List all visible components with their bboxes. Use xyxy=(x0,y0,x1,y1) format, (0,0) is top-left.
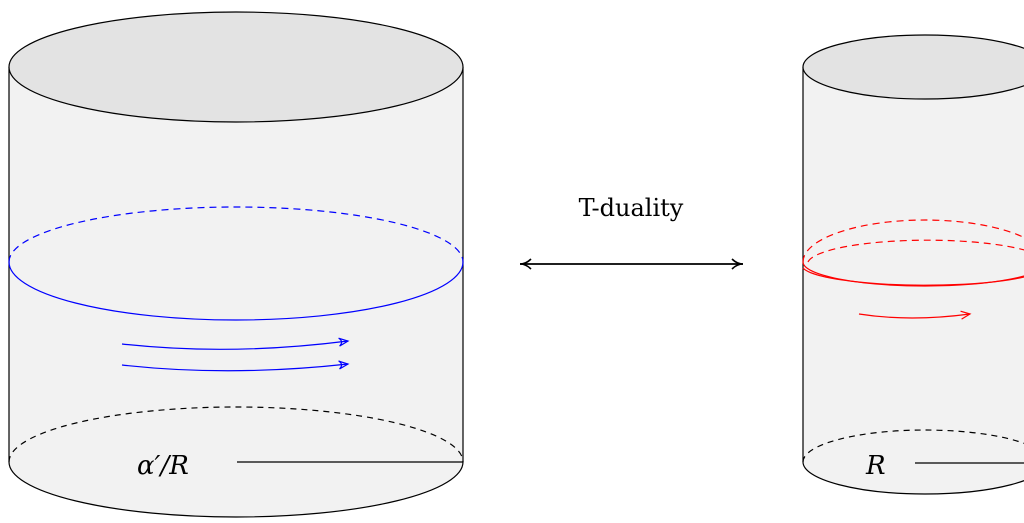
left-winding-arrow-1 xyxy=(121,337,350,350)
left-cylinder-top-cap xyxy=(8,11,464,123)
left-cylinder-bottom-back xyxy=(8,406,464,463)
right-cylinder-bottom-front xyxy=(802,461,1024,495)
right-winding-loop-front-1 xyxy=(802,261,1024,287)
right-winding-loop-back-1 xyxy=(802,219,1024,263)
left-cylinder-body xyxy=(9,67,463,517)
left-winding-loop-back xyxy=(8,206,464,263)
t-duality-relation: T-duality xyxy=(519,194,744,270)
right-winding-loop-back-2 xyxy=(807,239,1024,263)
left-cylinder: α′/R xyxy=(8,11,464,518)
right-cylinder-body xyxy=(803,67,1024,494)
t-duality-label: T-duality xyxy=(579,194,684,222)
right-cylinder-top-cap xyxy=(802,34,1024,100)
left-radius-label: α′/R xyxy=(137,451,189,481)
right-cylinder: R xyxy=(802,34,1024,495)
left-winding-arrow-2 xyxy=(121,360,350,372)
left-winding-loop-front xyxy=(8,261,464,321)
right-radius-label: R xyxy=(865,451,886,481)
right-winding-loop-front-2 xyxy=(802,267,1024,286)
left-cylinder-bottom-front xyxy=(8,461,464,518)
right-winding-arrow-1 xyxy=(858,310,972,320)
